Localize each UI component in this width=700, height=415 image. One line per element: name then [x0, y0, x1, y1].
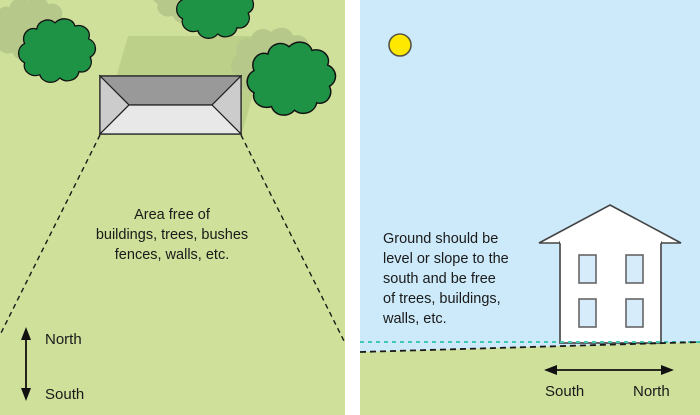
- plan-annotation-line-2: buildings, trees, bushes: [96, 227, 248, 243]
- compass-north-label: North: [633, 383, 670, 400]
- sun-icon: [388, 33, 412, 57]
- plan-compass: North South: [21, 327, 84, 403]
- plan-annotation-line-1: Area free of: [134, 207, 211, 223]
- plan-annotation-line-3: fences, walls, etc.: [115, 247, 229, 263]
- compass-south-arrowhead-icon: [544, 365, 557, 375]
- elevation-compass: South North: [544, 365, 674, 400]
- panel-divider: [345, 0, 360, 415]
- sight-line-east: [240, 134, 346, 344]
- elevation-annotation-line-2: level or slope to the: [383, 251, 509, 267]
- elevation-annotation-line-1: Ground should be: [383, 231, 498, 247]
- window-upper-left: [578, 254, 597, 284]
- compass-north-label: North: [45, 331, 82, 348]
- window-lower-left: [578, 298, 597, 328]
- window-upper-right: [625, 254, 644, 284]
- elevation-annotation-line-3: south and be free: [383, 271, 496, 287]
- window-lower-right: [625, 298, 644, 328]
- house-elevation: [538, 204, 682, 344]
- elevation-annotation-line-4: of trees, buildings,: [383, 291, 501, 307]
- roof-plane-south: [98, 104, 243, 135]
- plan-view-panel: Area free of buildings, trees, bushes fe…: [0, 0, 346, 415]
- compass-south-label: South: [45, 386, 84, 403]
- dashed-slope-line: [359, 341, 700, 353]
- sight-line-west: [0, 134, 101, 337]
- compass-north-arrowhead-icon: [21, 327, 31, 340]
- elevation-annotation-line-5: walls, etc.: [382, 311, 447, 327]
- building-roof-plan: [98, 74, 243, 136]
- compass-north-arrowhead-icon: [661, 365, 674, 375]
- elevation-view-panel: Ground should be level or slope to the s…: [359, 0, 700, 415]
- compass-south-arrowhead-icon: [21, 388, 31, 401]
- ground-fill: [360, 342, 700, 415]
- compass-south-label: South: [545, 383, 584, 400]
- house-window-group: [578, 254, 644, 328]
- house-walls: [559, 241, 662, 344]
